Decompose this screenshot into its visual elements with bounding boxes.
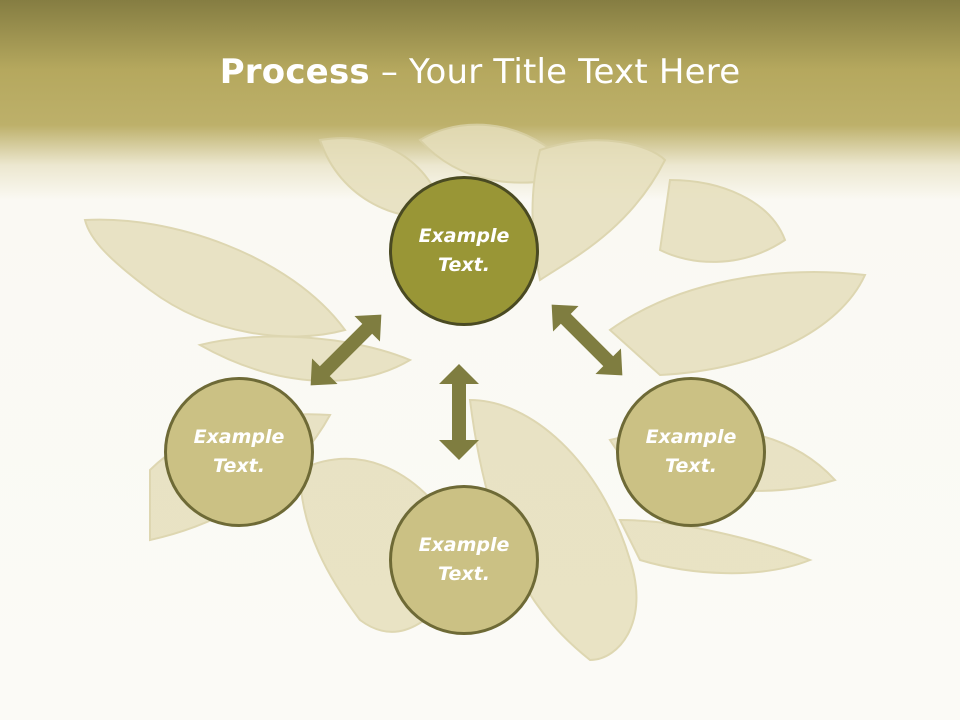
title-rest: – Your Title Text Here	[369, 52, 741, 92]
process-node-left-label: Example Text.	[193, 426, 285, 477]
slide-title: Process – Your Title Text Here	[0, 52, 960, 92]
double-arrow-vertical	[439, 364, 479, 460]
title-bold: Process	[219, 52, 370, 92]
process-node-top-label: Example Text.	[418, 225, 510, 276]
process-node-bottom-label: Example Text.	[418, 534, 510, 585]
double-arrow-right-diagonal	[551, 304, 623, 376]
process-node-top[interactable]: Example Text.	[389, 176, 539, 326]
double-arrow-left-diagonal	[310, 314, 382, 386]
process-node-bottom[interactable]: Example Text.	[389, 485, 539, 635]
process-node-right[interactable]: Example Text.	[616, 377, 766, 527]
process-node-left[interactable]: Example Text.	[164, 377, 314, 527]
process-node-right-label: Example Text.	[645, 426, 737, 477]
